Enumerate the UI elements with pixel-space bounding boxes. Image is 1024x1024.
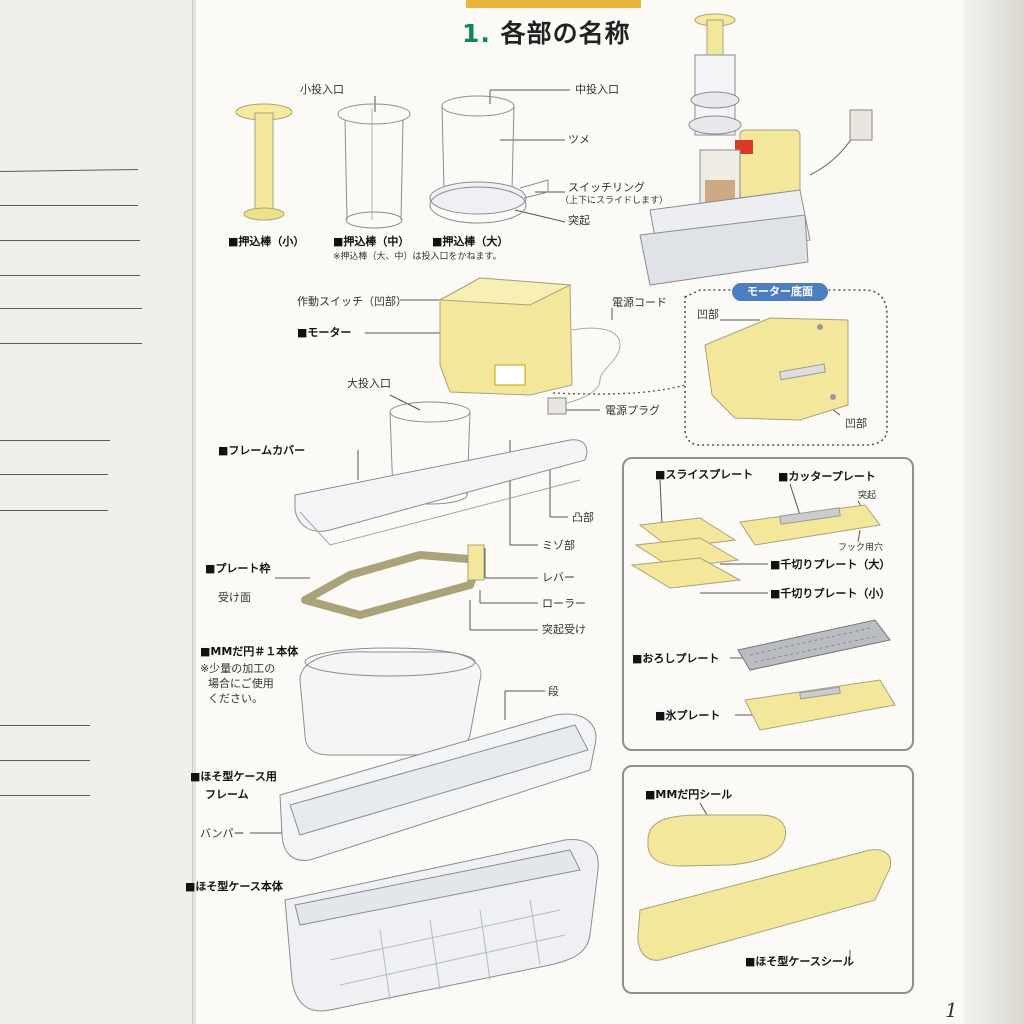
plate-frame-lever bbox=[467, 544, 485, 581]
section-title-text: 各部の名称 bbox=[500, 19, 631, 48]
label-step: 段 bbox=[548, 685, 559, 698]
label-ice-plate: ■氷プレート bbox=[655, 709, 721, 722]
label-protrusion-receiver: 突起受け bbox=[542, 623, 586, 636]
pusher-mid-illustration bbox=[337, 103, 411, 229]
label-julienne-large: ■千切りプレート（大） bbox=[770, 558, 891, 571]
rule-line bbox=[0, 440, 110, 441]
label-pusher-note: ※押込棒（大、中）は投入口をかねます。 bbox=[333, 252, 502, 262]
motor-bottom-link bbox=[552, 384, 686, 395]
label-switch-ring: スイッチリング bbox=[568, 181, 645, 194]
frame-cover-illustration bbox=[294, 439, 588, 532]
label-thin-case-frame-1: ■ほそ型ケース用 bbox=[190, 770, 277, 783]
rule-line bbox=[0, 474, 108, 475]
label-protrusion-top: 突起 bbox=[568, 214, 590, 227]
seals-panel bbox=[622, 765, 914, 994]
motor-bottom-panel bbox=[684, 289, 888, 446]
label-lever: レバー bbox=[542, 571, 575, 584]
label-roller: ローラー bbox=[542, 597, 586, 610]
label-mm-body: ■MMだ円＃１本体 bbox=[200, 645, 299, 658]
label-mm-note-1: ※少量の加工の bbox=[200, 662, 276, 675]
label-switch-ring-note: （上下にスライドします） bbox=[560, 196, 669, 206]
label-power-plug: 電源プラグ bbox=[605, 404, 660, 417]
label-mm-seal: ■MMだ円シール bbox=[645, 788, 733, 801]
grater-plate-illustration bbox=[737, 619, 891, 671]
label-pusher-mid: ■押込棒（中） bbox=[333, 235, 410, 248]
pusher-small-illustration bbox=[235, 103, 293, 221]
rule-line bbox=[0, 760, 90, 761]
mm-seal-illustration bbox=[647, 814, 787, 867]
rule-line bbox=[0, 795, 90, 796]
rule-line bbox=[0, 308, 142, 309]
label-bumper: バンパー bbox=[200, 827, 245, 840]
mm-container-illustration bbox=[299, 647, 482, 756]
plates-panel bbox=[622, 457, 914, 751]
label-pusher-small: ■押込棒（小） bbox=[228, 235, 305, 248]
label-grater-plate: ■おろしプレート bbox=[632, 652, 720, 665]
label-julienne-small: ■千切りプレート（小） bbox=[770, 587, 891, 600]
thin-case-frame-illustration bbox=[279, 713, 597, 861]
motor-bottom-illustration bbox=[704, 317, 849, 421]
label-power-cord: 電源コード bbox=[612, 296, 667, 309]
label-pusher-large: ■押込棒（大） bbox=[432, 235, 509, 248]
page-number: 1 bbox=[945, 998, 958, 1022]
label-boss: 凸部 bbox=[572, 511, 594, 524]
label-mm-note-3: ください。 bbox=[208, 692, 263, 705]
rule-line bbox=[0, 275, 140, 276]
label-recess-a: 凹部 bbox=[697, 308, 719, 321]
label-protrusion-plate: 突起 bbox=[858, 491, 877, 501]
label-cutter-plate: ■カッタープレート bbox=[778, 470, 876, 483]
rule-line bbox=[0, 343, 142, 344]
label-mm-note-2: 場合にご使用 bbox=[208, 677, 274, 690]
pusher-large-illustration bbox=[429, 95, 549, 224]
left-facing-page bbox=[0, 0, 193, 1024]
label-tsume: ツメ bbox=[568, 133, 590, 146]
label-large-inlet: 大投入口 bbox=[347, 377, 391, 390]
rule-line bbox=[0, 510, 108, 511]
label-receiving-face: 受け面 bbox=[218, 591, 251, 604]
label-plate-frame: ■プレート枠 bbox=[205, 562, 271, 575]
label-activate-switch: 作動スイッチ（凹部） bbox=[297, 295, 407, 308]
section-number: 1. bbox=[462, 19, 491, 48]
label-small-inlet: 小投入口 bbox=[300, 83, 344, 96]
motor-illustration bbox=[438, 277, 621, 415]
assembled-unit-illustration bbox=[639, 13, 873, 286]
rule-line bbox=[0, 725, 90, 726]
section-title: 1. 各部の名称 bbox=[462, 14, 631, 50]
title-tab bbox=[466, 0, 641, 8]
label-hook-hole: フック用穴 bbox=[838, 543, 884, 553]
frame-cover-edge bbox=[299, 479, 581, 546]
label-slice-plate: ■スライスプレート bbox=[655, 468, 754, 481]
label-groove: ミゾ部 bbox=[542, 539, 575, 552]
thin-case-seal-illustration bbox=[637, 849, 892, 961]
rule-line bbox=[0, 205, 138, 206]
label-motor: ■モーター bbox=[297, 326, 352, 339]
slice-plates-illustration bbox=[630, 504, 881, 589]
plate-frame-illustration bbox=[301, 551, 484, 619]
ice-plate-illustration bbox=[744, 679, 896, 731]
label-frame-cover: ■フレームカバー bbox=[218, 444, 306, 457]
page-edge-shadow bbox=[964, 0, 1024, 1024]
label-thin-case-body: ■ほそ型ケース本体 bbox=[185, 880, 283, 893]
motor-bottom-badge: モーター底面 bbox=[732, 283, 828, 301]
label-recess-b: 凹部 bbox=[845, 417, 867, 430]
label-thin-case-frame-2: フレーム bbox=[205, 788, 249, 801]
thin-case-body-illustration bbox=[284, 839, 599, 1012]
rule-line bbox=[0, 240, 140, 241]
label-mid-inlet: 中投入口 bbox=[575, 83, 619, 96]
label-thin-case-seal: ■ほそ型ケースシール bbox=[745, 955, 854, 968]
